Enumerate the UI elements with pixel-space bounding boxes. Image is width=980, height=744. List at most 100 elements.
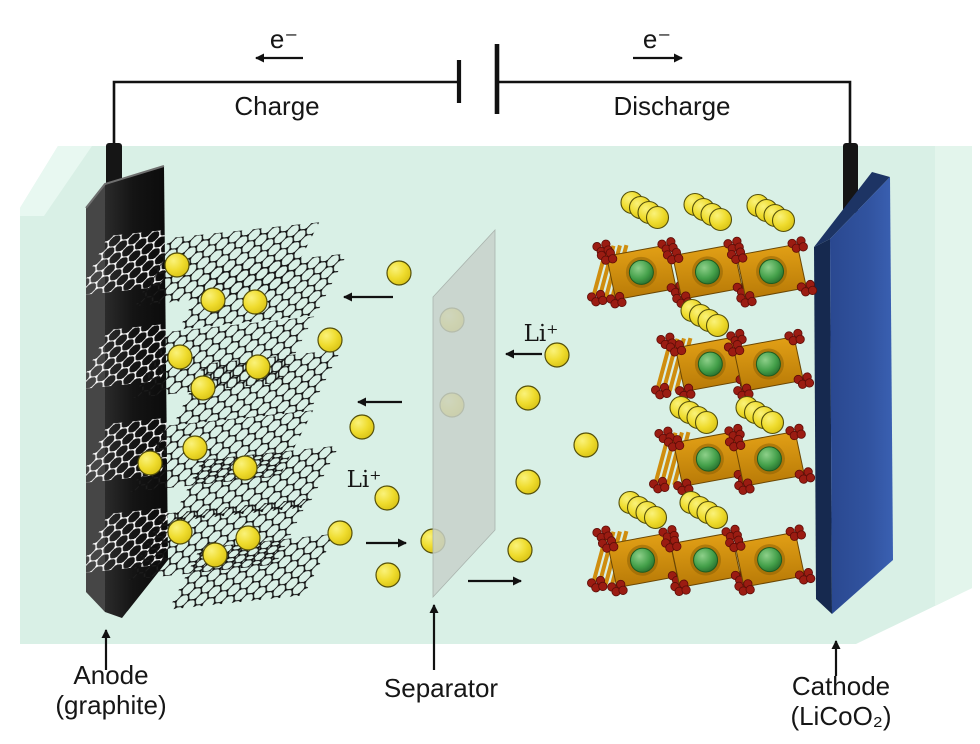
oxygen-cluster [724,434,746,452]
crystal-edge-rod [659,432,678,487]
oxygen-cluster [723,340,745,357]
li-ion [374,485,400,511]
oxygen-cluster [794,467,816,484]
oxygen-cluster [606,291,627,309]
li-ion-label-left: Li⁺ [347,467,382,493]
li-ion [507,537,533,563]
oxygen-atom [681,585,691,595]
li-ion [544,342,570,368]
oxygen-atom [745,484,755,494]
ion-motion-arrows [343,292,542,586]
anode-label: Anode [73,660,148,690]
cobalt-atom [757,547,783,573]
li-ion [645,205,670,230]
cobalt-atom [756,446,782,472]
oxygen-cluster [675,383,696,401]
li-ion [137,450,163,476]
oxygen-atom [608,254,618,264]
li-ion [694,410,719,435]
lithium-layer-stacks [618,190,796,530]
li-ion [515,385,541,411]
oxygen-atom [738,253,748,263]
oxygen-cluster [785,524,806,541]
oxygen-cluster [662,247,684,265]
oxygen-atom [598,295,608,306]
cobalt-atom [755,351,781,377]
li-ion [708,207,733,232]
cobalt-atom [630,547,656,573]
electrolyte-right-face [935,146,972,606]
oxygen-cluster [785,423,806,441]
li-ion [643,505,668,530]
cobalt-atom [695,446,721,472]
oxygen-atom [618,585,628,595]
oxygen-atom [736,440,746,450]
li-ion [190,375,216,401]
oxygen-cluster [793,372,815,389]
oxygen-atom [745,585,755,595]
cobalt-atom [693,547,719,573]
li-ion-stack [683,192,733,232]
li-ion-stack [669,395,719,435]
li-ion [349,414,375,440]
oxygen-cluster [734,579,755,596]
electron-label-right: e⁻ [643,24,671,54]
oxygen-cluster [661,535,682,553]
li-ion [705,313,730,338]
li-ion [386,260,412,286]
oxygen-atom [805,473,816,483]
oxygen-cluster [649,476,670,494]
cathode-front-face [830,177,893,614]
separator-label: Separator [384,673,499,703]
oxygen-atom [807,285,818,296]
li-ion [573,432,599,458]
oxygen-cluster [658,525,679,542]
licoo2-crystal-rows [587,236,818,597]
charge-label: Charge [234,91,319,121]
circuit-wire-right [498,80,852,145]
oxygen-atom [806,573,816,584]
li-ion-stack [620,190,670,230]
li-ion [202,542,228,568]
oxygen-atom [609,542,619,552]
li-ion [375,562,401,588]
li-ion-label-right: Li⁺ [524,321,559,347]
li-ion [317,327,343,353]
oxygen-atom [735,345,745,356]
li-ion [182,435,208,461]
oxygen-atom [662,388,672,399]
oxygen-atom [660,482,670,493]
oxygen-cluster [663,435,685,452]
licoo2-row [651,328,815,401]
cathode-top-face [814,172,890,247]
electrolyte-top-left-face [20,146,92,216]
oxygen-atom [804,378,815,388]
oxygen-cluster [784,328,805,346]
graphene-sheet [178,253,348,330]
li-ion [167,519,193,545]
cathode-label: Cathode [792,671,890,701]
oxygen-cluster [651,382,672,400]
li-ion [235,525,261,551]
li-ion [242,289,268,315]
li-ion [704,505,729,530]
oxygen-atom [796,530,806,540]
li-ion-stack [680,298,730,338]
li-ion [760,410,785,435]
cobalt-atom [697,351,723,377]
oxygen-atom [617,297,627,308]
external-circuit [112,44,852,145]
circuit-wire-left [112,80,457,145]
lithium-in-graphite [137,252,271,568]
li-ion-stack [618,490,668,530]
cobalt-atom [628,259,654,285]
discharge-label: Discharge [613,91,730,121]
cobalt-atom [759,259,785,285]
oxygen-cluster [587,575,608,593]
oxygen-atom [672,541,682,552]
oxygen-atom [796,429,806,439]
li-ion [327,520,353,546]
cobalt-atom [694,259,720,285]
licoo2-row [649,423,816,496]
